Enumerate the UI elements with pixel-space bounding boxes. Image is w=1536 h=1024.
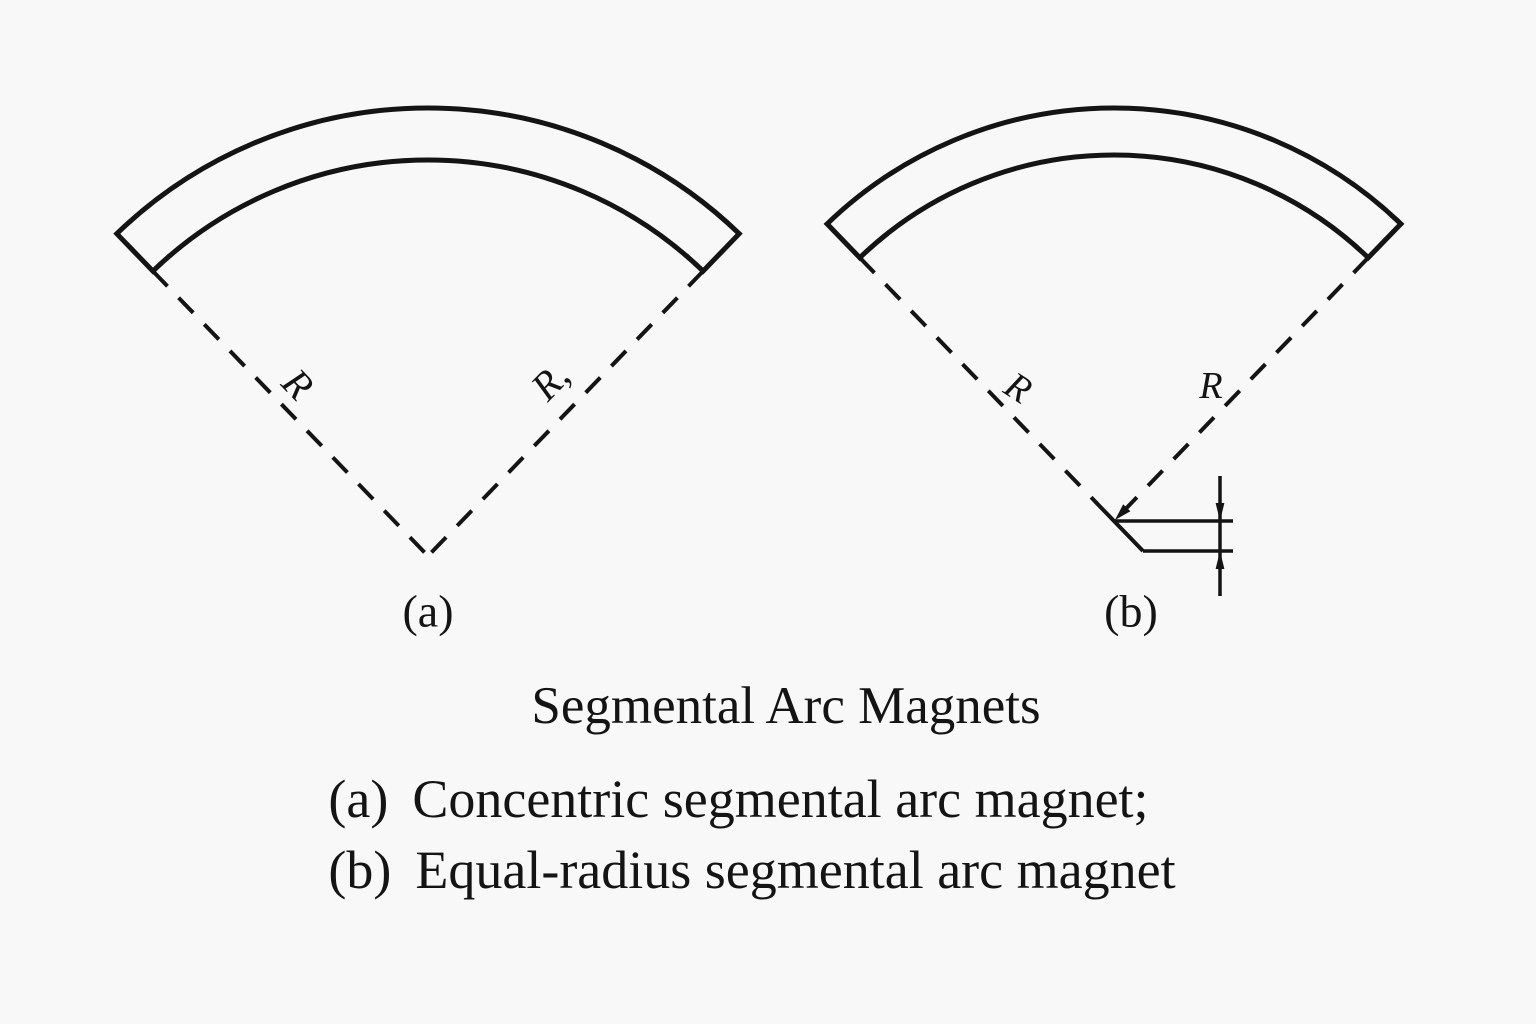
figure-title: Segmental Arc Magnets bbox=[531, 677, 1041, 735]
caption-line-b: (b) Equal-radius segmental arc magnet bbox=[328, 835, 1175, 906]
magnet-b-offset-arrow-up bbox=[1215, 551, 1225, 569]
caption-line-a: (a) Concentric segmental arc magnet; bbox=[328, 764, 1175, 835]
caption-line-b-text: Equal-radius segmental arc magnet bbox=[415, 840, 1176, 900]
magnet-b-right-radius-dashed bbox=[1123, 256, 1370, 511]
figure-caption: (a) Concentric segmental arc magnet; (b) E… bbox=[328, 764, 1175, 906]
magnet-b-right-radius-arrowhead bbox=[1115, 504, 1131, 520]
magnet-a-right-radius-dashed bbox=[426, 269, 705, 558]
magnet-a-left-radius-dashed bbox=[151, 269, 430, 558]
magnet-b-left-radius-solid bbox=[1094, 500, 1145, 553]
diagram-b-label: (b) bbox=[1104, 585, 1158, 637]
magnet-a-band bbox=[113, 105, 743, 275]
diagram-a-label: (a) bbox=[402, 585, 454, 637]
caption-line-b-label: (b) bbox=[328, 840, 392, 900]
caption-line-a-text: Concentric segmental arc magnet; bbox=[412, 769, 1149, 829]
magnet-a bbox=[113, 105, 743, 558]
magnet-b bbox=[823, 105, 1405, 596]
magnet-b-band bbox=[823, 105, 1405, 262]
magnet-b-left-radius-dashed bbox=[858, 256, 1099, 505]
caption-line-a-label: (a) bbox=[328, 769, 389, 829]
magnet-b-right-radius-label: R bbox=[1199, 365, 1223, 407]
magnet-b-offset-arrow-down bbox=[1215, 503, 1225, 521]
